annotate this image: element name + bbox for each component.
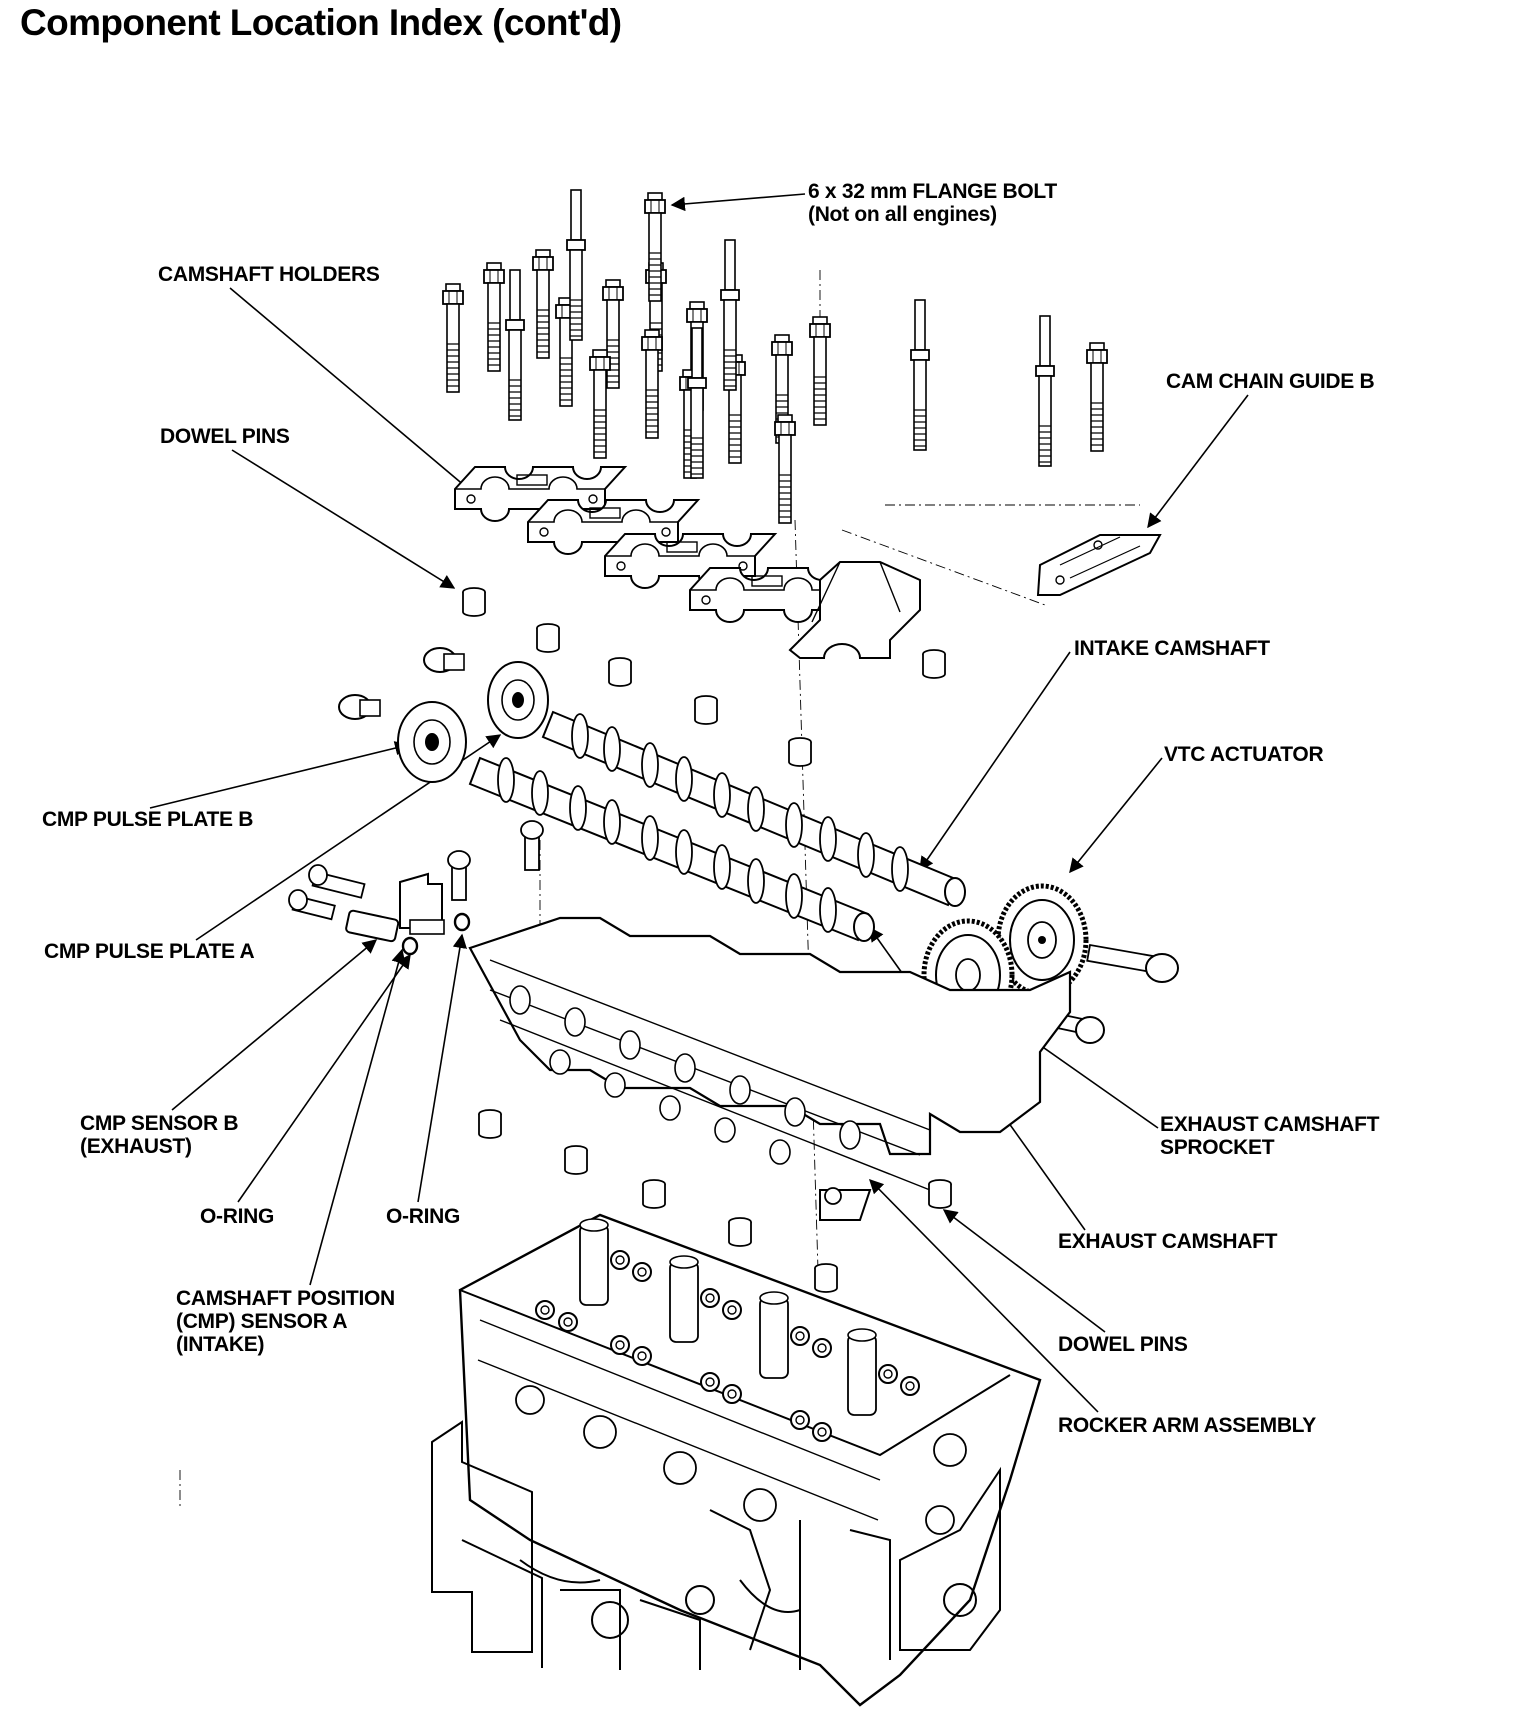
label-flange-bolt: 6 x 32 mm FLANGE BOLT (Not on all engine… xyxy=(808,180,1057,226)
label-camshaft-holders: CAMSHAFT HOLDERS xyxy=(158,263,380,286)
cam-chain-guide-b xyxy=(1036,534,1162,596)
leader-cmp-sensor-a xyxy=(309,948,406,1286)
cmp-pulse-plate-b xyxy=(397,701,467,783)
label-cmp-pulse-plate-a: CMP PULSE PLATE A xyxy=(44,940,255,963)
label-exh-sprocket-line1: EXHAUST CAMSHAFT xyxy=(1160,1113,1380,1136)
o-rings xyxy=(401,912,471,956)
label-cam-chain-guide-b: CAM CHAIN GUIDE B xyxy=(1166,370,1375,393)
camshaft-holders xyxy=(454,466,921,659)
leader-dowel-pins-upper xyxy=(231,449,456,589)
sealing-plug-b xyxy=(338,694,381,720)
label-flange-bolt-line1: 6 x 32 mm FLANGE BOLT xyxy=(808,180,1057,203)
engine-block xyxy=(431,1420,1001,1670)
label-intake-camshaft: INTAKE CAMSHAFT xyxy=(1074,637,1270,660)
label-o-ring-right: O-RING xyxy=(386,1205,461,1228)
label-dowel-pins-upper: DOWEL PINS xyxy=(160,425,290,448)
label-cmp-sensor-b-line2: (EXHAUST) xyxy=(80,1135,192,1158)
label-cmp-sensor-a-line3: (INTAKE) xyxy=(176,1333,265,1356)
cmp-sensor-b xyxy=(345,909,400,943)
label-cmp-sensor-b-line1: CMP SENSOR B xyxy=(80,1112,239,1135)
leader-o-ring-right xyxy=(417,933,467,1203)
intake-camshaft xyxy=(541,710,966,907)
vtc-bolt xyxy=(1086,943,1179,983)
cylinder-head xyxy=(458,1213,1042,1707)
page-title: Component Location Index (cont'd) xyxy=(20,2,622,43)
sealing-plug-a xyxy=(423,647,465,673)
label-exh-sprocket-line2: SPROCKET xyxy=(1160,1136,1275,1159)
rocker-arm-assembly xyxy=(468,916,1072,1221)
leader-o-ring-left xyxy=(237,953,411,1203)
label-vtc-actuator: VTC ACTUATOR xyxy=(1164,743,1324,766)
label-cmp-sensor-b: CMP SENSOR B (EXHAUST) xyxy=(80,1112,239,1158)
label-o-ring-left: O-RING xyxy=(200,1205,275,1228)
label-exhaust-camshaft: EXHAUST CAMSHAFT xyxy=(1058,1230,1278,1253)
sensor-bolts xyxy=(288,820,544,921)
label-cmp-pulse-plate-b: CMP PULSE PLATE B xyxy=(42,808,254,831)
leader-intake-camshaft xyxy=(919,651,1071,872)
leader-dowel-pins-lower xyxy=(942,1209,1106,1333)
leader-flange-bolt xyxy=(670,193,806,212)
vtc-actuator xyxy=(995,883,1089,997)
label-cmp-sensor-a-line1: CAMSHAFT POSITION xyxy=(176,1287,395,1310)
leader-cmp-pulse-plate-b xyxy=(149,741,410,809)
label-rocker-arm-assembly: ROCKER ARM ASSEMBLY xyxy=(1058,1414,1316,1437)
label-dowel-pins-lower: DOWEL PINS xyxy=(1058,1333,1188,1356)
label-camshaft-position-sensor-a: CAMSHAFT POSITION (CMP) SENSOR A (INTAKE… xyxy=(176,1287,395,1356)
cmp-sensor-a xyxy=(399,872,445,935)
label-flange-bolt-line2: (Not on all engines) xyxy=(808,203,997,226)
exhaust-camshaft xyxy=(468,756,875,942)
label-cmp-sensor-a-line2: (CMP) SENSOR A xyxy=(176,1310,348,1333)
cmp-pulse-plate-a xyxy=(487,661,549,739)
leader-rocker-arm-assembly xyxy=(868,1178,1099,1413)
leader-camshaft-holders xyxy=(229,287,474,493)
label-exhaust-camshaft-sprocket: EXHAUST CAMSHAFT SPROCKET xyxy=(1160,1113,1380,1159)
end-camshaft-holder xyxy=(788,561,921,659)
leader-cam-chain-guide-b xyxy=(1147,394,1249,529)
leader-cmp-sensor-b xyxy=(171,939,378,1111)
leader-vtc-actuator xyxy=(1069,757,1163,874)
